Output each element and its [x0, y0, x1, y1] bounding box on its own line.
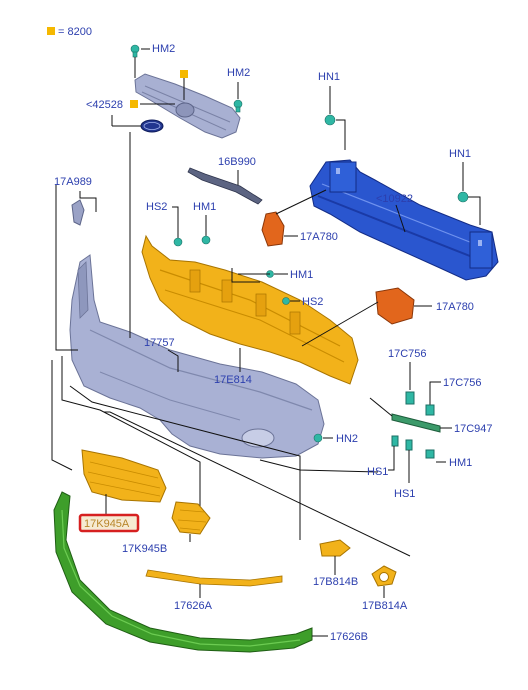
legend-swatch: [47, 27, 55, 35]
label-17757[interactable]: 17757: [144, 337, 175, 349]
label-hm1-left[interactable]: HM1: [193, 201, 216, 213]
emblem-8200-marker: [130, 100, 138, 108]
label-17626a[interactable]: 17626A: [174, 600, 213, 612]
label-hn2[interactable]: HN2: [336, 433, 358, 445]
clip-hs1-right[interactable]: [405, 439, 413, 451]
label-17k945a[interactable]: 17K945A: [84, 518, 130, 530]
lower-strip-17626a[interactable]: [145, 569, 283, 587]
label-hs1-right[interactable]: HS1: [394, 488, 415, 500]
energy-absorber[interactable]: [141, 234, 359, 385]
bumper-cover[interactable]: [69, 254, 325, 459]
lower-grille-17k945a[interactable]: [81, 449, 167, 503]
fog-bezel-17b814a[interactable]: [371, 565, 397, 587]
label-17626b[interactable]: 17626B: [330, 631, 368, 643]
label-17k945b[interactable]: 17K945B: [122, 543, 167, 555]
clip-hm1-right[interactable]: [425, 449, 435, 459]
label-17c756-a[interactable]: 17C756: [388, 348, 427, 360]
highlight-box-17k945a: [78, 513, 140, 533]
label-16b990[interactable]: 16B990: [218, 156, 256, 168]
label-hs1-left[interactable]: HS1: [367, 466, 388, 478]
label-17c947[interactable]: 17C947: [454, 423, 493, 435]
grille-8200-marker: [180, 70, 188, 78]
clip-hs2-left[interactable]: [173, 237, 183, 247]
label-17b814b[interactable]: 17B814B: [313, 576, 358, 588]
clip-hs2-mid[interactable]: [282, 297, 290, 305]
fog-bezel-17b814b[interactable]: [319, 539, 351, 557]
label-17b814a[interactable]: 17B814A: [362, 600, 408, 612]
lower-lip-17626b[interactable]: [53, 491, 313, 653]
upper-grille[interactable]: [134, 73, 241, 139]
clip-17c756-a[interactable]: [405, 391, 415, 405]
lower-grille-insert-17k945b[interactable]: [171, 501, 211, 535]
label-ref-10922[interactable]: <10922: [376, 193, 413, 205]
label-hm2-right[interactable]: HM2: [227, 67, 250, 79]
clip-hm2-right[interactable]: [233, 99, 243, 113]
label-hm2-top[interactable]: HM2: [152, 43, 175, 55]
clip-hn1-right[interactable]: [457, 191, 469, 203]
bracket-17c947[interactable]: [391, 413, 441, 433]
label-17a780-left[interactable]: 17A780: [300, 231, 338, 243]
ford-emblem[interactable]: [140, 119, 164, 133]
clip-17c756-b[interactable]: [425, 404, 435, 416]
label-17a989[interactable]: 17A989: [54, 176, 92, 188]
label-17c756-b[interactable]: 17C756: [443, 377, 482, 389]
bracket-17a989[interactable]: [71, 199, 85, 226]
clip-hn2[interactable]: [313, 433, 323, 443]
clip-hs1-left[interactable]: [391, 435, 399, 447]
label-hm1-right[interactable]: HM1: [449, 457, 472, 469]
label-hn1-left[interactable]: HN1: [318, 71, 340, 83]
clip-hm2-top[interactable]: [130, 44, 140, 58]
legend-value: = 8200: [58, 26, 92, 38]
clip-hm1-left[interactable]: [201, 235, 211, 245]
label-hs2-left[interactable]: HS2: [146, 201, 167, 213]
grille-emblem-mount: [175, 102, 195, 118]
upper-seal-strip-16b990[interactable]: [187, 167, 263, 205]
label-hm1-mid[interactable]: HM1: [290, 269, 313, 281]
label-hs2-mid[interactable]: HS2: [302, 296, 323, 308]
bracket-17a780-right[interactable]: [375, 287, 415, 325]
clip-hn1-left[interactable]: [324, 114, 336, 126]
bracket-17a780-left[interactable]: [261, 211, 285, 247]
fog-lamp-opening: [241, 428, 275, 448]
label-17e814[interactable]: 17E814: [214, 374, 252, 386]
label-hn1-right[interactable]: HN1: [449, 148, 471, 160]
label-17a780-right[interactable]: 17A780: [436, 301, 474, 313]
label-ref-42528[interactable]: <42528: [86, 99, 123, 111]
bumper-reinforcement-beam[interactable]: [309, 159, 499, 281]
